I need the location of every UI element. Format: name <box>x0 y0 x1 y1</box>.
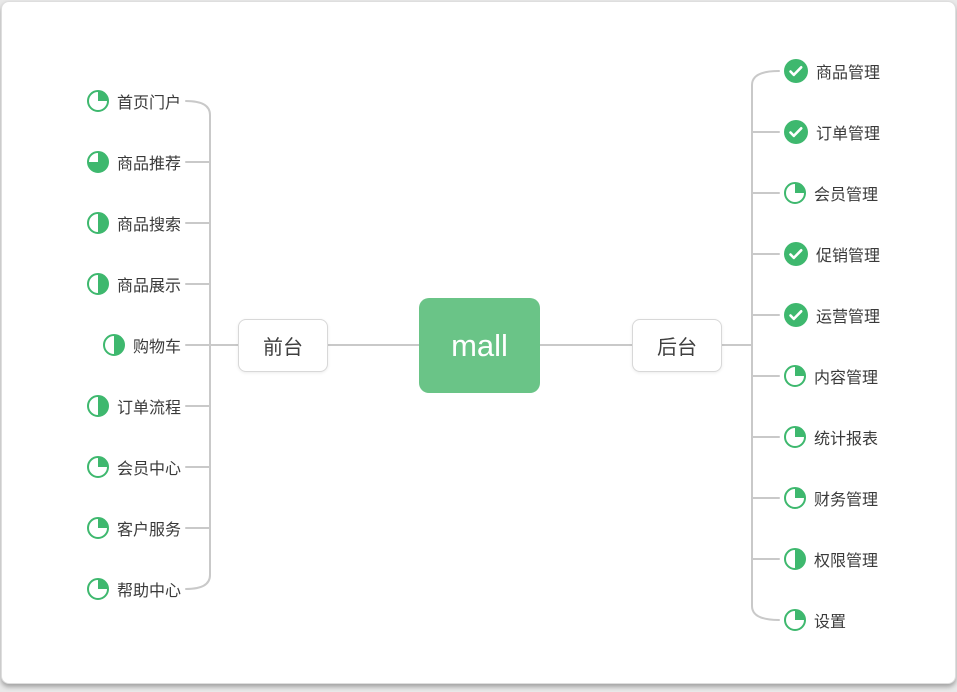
progress-pie-icon <box>86 456 109 478</box>
mindmap-node[interactable]: 商品管理 <box>784 59 880 83</box>
node-label: 内容管理 <box>814 370 879 387</box>
progress-pie-icon <box>102 334 125 356</box>
mindmap-node[interactable]: 运营管理 <box>784 303 880 327</box>
progress-pie-icon <box>784 487 806 509</box>
mindmap-node[interactable]: 内容管理 <box>784 364 878 388</box>
node-label: 首页门户 <box>116 95 181 112</box>
node-label: 财务管理 <box>814 492 879 509</box>
node-label: 会员管理 <box>814 187 879 204</box>
progress-pie-icon <box>86 273 109 295</box>
branch-node-backend[interactable]: 后台 <box>632 319 722 372</box>
progress-pie-icon <box>784 365 806 387</box>
node-label: 统计报表 <box>814 431 879 448</box>
mindmap-node[interactable]: 会员中心 <box>86 455 181 479</box>
mindmap-node[interactable]: 商品展示 <box>86 272 181 296</box>
mindmap-node[interactable]: 统计报表 <box>784 425 878 449</box>
progress-pie-icon <box>86 90 109 112</box>
progress-pie-icon <box>784 609 806 631</box>
mindmap-node[interactable]: 设置 <box>784 608 846 632</box>
node-label: 订单流程 <box>116 400 181 417</box>
node-label: 帮助中心 <box>116 583 181 600</box>
node-label: 购物车 <box>132 339 181 356</box>
progress-pie-icon <box>86 151 109 173</box>
node-label: 商品推荐 <box>116 156 181 173</box>
check-icon <box>784 242 808 266</box>
progress-pie-icon <box>784 548 806 570</box>
node-label: 权限管理 <box>814 553 879 570</box>
progress-pie-icon <box>86 578 109 600</box>
node-label: 运营管理 <box>816 309 881 326</box>
node-label: 商品管理 <box>816 65 881 82</box>
mindmap-node[interactable]: 促销管理 <box>784 242 880 266</box>
connector-line <box>751 70 780 621</box>
mindmap-node[interactable]: 订单流程 <box>86 394 181 418</box>
check-icon <box>784 303 808 327</box>
mindmap-node[interactable]: 帮助中心 <box>86 577 181 601</box>
mindmap-node[interactable]: 权限管理 <box>784 547 878 571</box>
mindmap-node[interactable]: 财务管理 <box>784 486 878 510</box>
node-label: 商品搜索 <box>116 217 181 234</box>
mindmap-node[interactable]: 首页门户 <box>86 89 181 113</box>
node-label: 设置 <box>814 614 847 631</box>
check-icon <box>784 59 808 83</box>
mindmap-node[interactable]: 商品推荐 <box>86 150 181 174</box>
node-label: 订单管理 <box>816 126 881 143</box>
node-label: 商品展示 <box>116 278 181 295</box>
node-label: 促销管理 <box>816 248 881 265</box>
progress-pie-icon <box>784 426 806 448</box>
mindmap-node[interactable]: 会员管理 <box>784 181 878 205</box>
mindmap-node[interactable]: 客户服务 <box>86 516 181 540</box>
node-label: 客户服务 <box>116 522 181 539</box>
mindmap-node[interactable]: 商品搜索 <box>86 211 181 235</box>
root-node-mall[interactable]: mall <box>419 298 540 393</box>
progress-pie-icon <box>784 182 806 204</box>
mindmap-node[interactable]: 订单管理 <box>784 120 880 144</box>
progress-pie-icon <box>86 517 109 539</box>
node-label: 会员中心 <box>116 461 181 478</box>
mindmap-node[interactable]: 购物车 <box>102 333 181 357</box>
check-icon <box>784 120 808 144</box>
progress-pie-icon <box>86 212 109 234</box>
branch-node-frontend[interactable]: 前台 <box>238 319 328 372</box>
progress-pie-icon <box>86 395 109 417</box>
